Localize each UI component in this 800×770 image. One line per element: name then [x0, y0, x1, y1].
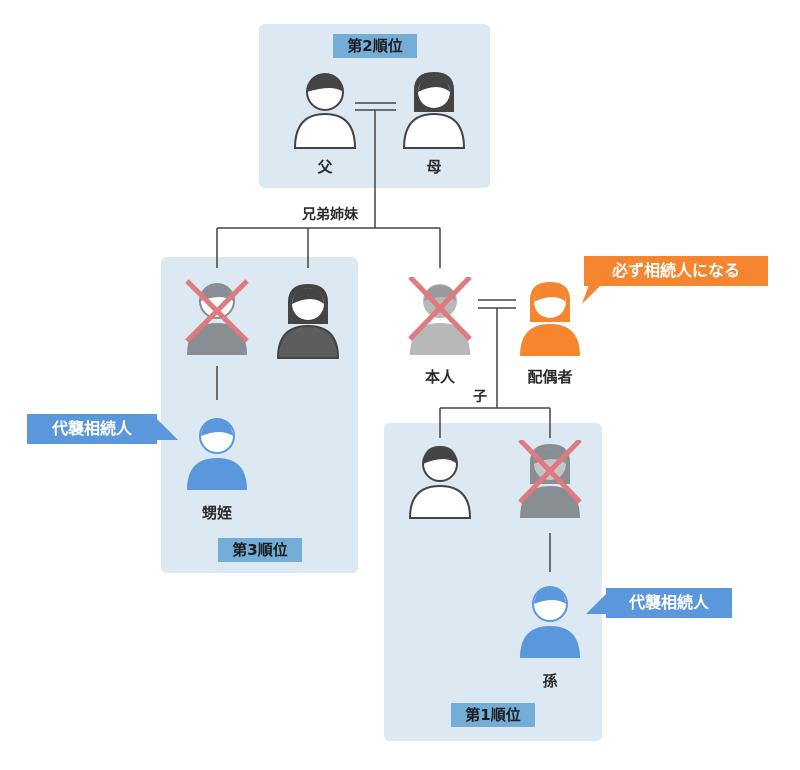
callout-substitute-left: 代襲相続人 [27, 414, 157, 444]
callout-arrow-right [586, 592, 608, 614]
spouse-figure [520, 282, 580, 356]
sibling-figure [276, 284, 340, 359]
person-name-self: 本人 [424, 368, 455, 386]
child-figure [408, 446, 472, 519]
rank-label-third: 第3順位 [218, 538, 302, 562]
callout-substitute-right: 代襲相続人 [606, 588, 732, 618]
deceased-sibling-figure [185, 279, 249, 355]
callout-spouse-always: 必ず相続人になる [584, 256, 768, 286]
nephew-niece-figure [187, 418, 247, 490]
person-name-grandchild: 孫 [542, 672, 558, 690]
person-name-father: 父 [317, 158, 333, 176]
relation-label-siblings: 兄弟姉妹 [302, 207, 358, 223]
callout-arrow-spouse [582, 282, 604, 304]
person-name-mother: 母 [426, 158, 442, 176]
rank-label-first: 第1順位 [451, 703, 535, 727]
person-name-nephew-niece: 甥姪 [201, 504, 232, 522]
father-figure [293, 73, 357, 149]
deceased-child-figure [518, 440, 582, 518]
self-figure [408, 277, 472, 355]
grandchild-figure [520, 586, 580, 658]
relation-label-child: 子 [473, 389, 487, 405]
mother-figure [402, 72, 466, 149]
person-name-spouse: 配偶者 [527, 368, 573, 386]
callout-arrow-left [156, 418, 178, 440]
rank-label-second: 第2順位 [333, 34, 417, 58]
